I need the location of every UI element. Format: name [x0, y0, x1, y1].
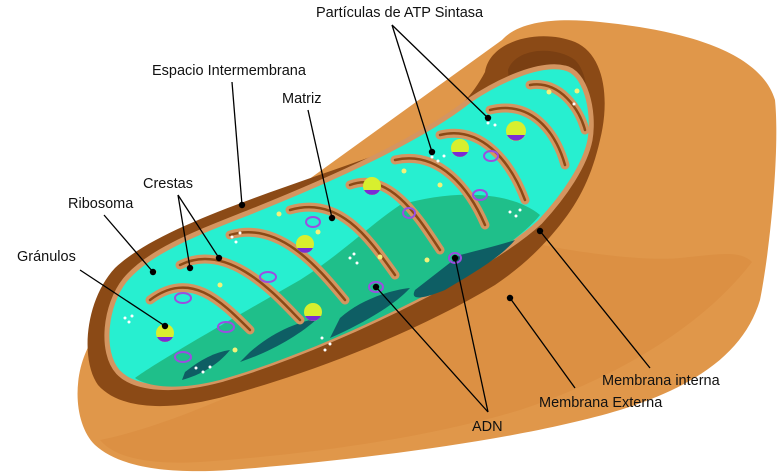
- dna-loop: [174, 292, 192, 304]
- label-dna: ADN: [472, 419, 503, 435]
- dna-leader-2: [454, 257, 489, 413]
- label-intermembrane-space: Espacio Intermembrana: [152, 63, 307, 79]
- dna-loop: [217, 321, 235, 333]
- ribosome-leader: [103, 214, 154, 273]
- cristae-inner: [148, 83, 587, 332]
- inner-membrane-leader: [539, 230, 651, 369]
- label-atp-synthase: Partículas de ATP Sintasa: [316, 5, 484, 21]
- granules: [156, 121, 526, 342]
- dna-loop: [472, 189, 488, 201]
- granule: [296, 235, 314, 253]
- label-outer-membrane: Membrana Externa: [539, 395, 663, 411]
- labels: Partículas de ATP Sintasa Espacio Interm…: [17, 5, 721, 435]
- cristae-leader-1: [177, 194, 191, 269]
- atp-leader-1: [391, 24, 433, 153]
- label-ribosome: Ribosoma: [68, 196, 134, 212]
- granule: [506, 121, 526, 141]
- dna-loop: [402, 207, 416, 219]
- dna-loop: [305, 216, 321, 228]
- leader-lines: [79, 24, 651, 413]
- granule: [451, 139, 469, 157]
- dna-loop: [483, 150, 499, 162]
- granule: [156, 324, 174, 342]
- granules-leader: [79, 269, 166, 327]
- intermembrane-leader: [231, 81, 243, 206]
- leader-dots: [149, 114, 544, 330]
- dna-loop: [368, 281, 384, 293]
- matrix-leader: [307, 109, 333, 219]
- dna-loop: [174, 351, 192, 363]
- dna-loop: [259, 271, 277, 283]
- label-matrix: Matriz: [282, 91, 321, 107]
- label-inner-membrane: Membrana interna: [602, 373, 721, 389]
- cristae-leader-2: [177, 194, 220, 259]
- matrix-specks: [123, 102, 576, 374]
- label-cristae: Crestas: [143, 176, 193, 192]
- granule: [304, 303, 322, 321]
- atp-leader-2: [391, 24, 489, 119]
- label-granules: Gránulos: [17, 249, 76, 265]
- granule: [363, 177, 381, 195]
- dna-loop: [448, 252, 462, 264]
- outer-membrane-leader: [509, 297, 576, 389]
- dna-loops: [174, 150, 499, 363]
- dna-leader-1: [375, 286, 489, 413]
